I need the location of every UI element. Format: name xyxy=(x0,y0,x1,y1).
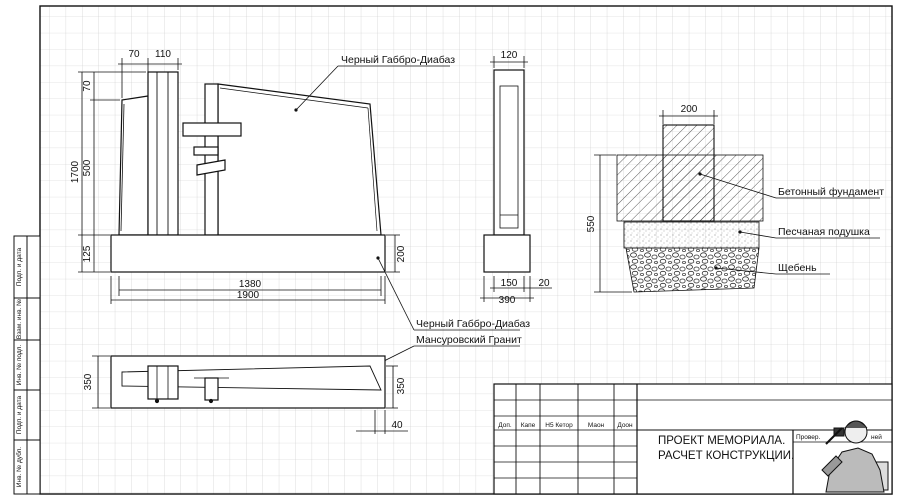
foundation-dimensions xyxy=(594,110,880,293)
dim-40: 40 xyxy=(391,420,403,431)
tb-col-1: Доп. xyxy=(498,422,512,429)
sidebar-label-1: Подп. и дата xyxy=(16,247,23,286)
plan-dimensions xyxy=(92,355,408,434)
dim-1700: 1700 xyxy=(70,160,81,183)
dim-110-top: 110 xyxy=(155,49,171,60)
label-gravel: Щебень xyxy=(778,262,817,274)
sidebar-label-5: Инв. № дубл. xyxy=(15,447,23,487)
tb-prover: Провер. xyxy=(796,434,821,441)
left-sidebar xyxy=(13,235,41,495)
leader-dot-2 xyxy=(376,256,380,260)
label-mansurovsky: Мансуровский Гранит xyxy=(416,334,522,346)
dim-70-top: 70 xyxy=(128,49,140,60)
dim-390: 390 xyxy=(499,295,516,306)
title-line-2: РАСЧЕТ КОНСТРУКЦИИ. xyxy=(658,450,794,462)
foundation-dot-1 xyxy=(698,172,702,176)
tb-col-4: Маон xyxy=(588,422,605,429)
stonecarver-illustration xyxy=(821,420,889,493)
foundation-dot-3 xyxy=(714,266,718,270)
sidebar-label-2: Взам. инв. № xyxy=(16,299,23,339)
front-dimensions xyxy=(78,58,400,304)
side-dimensions xyxy=(480,56,552,302)
title-line-1: ПРОЕКТ МЕМОРИАЛА. xyxy=(658,435,785,447)
sidebar-label-3: Инв. № подл. xyxy=(16,345,23,386)
dim-350-right: 350 xyxy=(396,377,407,394)
dim-20: 20 xyxy=(538,278,550,289)
title-block xyxy=(493,383,893,495)
front-view xyxy=(110,71,386,273)
foundation-section xyxy=(616,124,764,293)
dim-150: 150 xyxy=(501,278,518,289)
dim-1900: 1900 xyxy=(237,290,260,301)
dim-550: 550 xyxy=(586,215,597,232)
dim-500: 500 xyxy=(82,159,93,176)
front-leaders xyxy=(295,65,520,365)
foundation-dot-2 xyxy=(738,230,742,234)
dim-120: 120 xyxy=(501,50,518,61)
dim-200-base: 200 xyxy=(396,245,407,262)
label-sand: Песчаная подушка xyxy=(778,226,870,238)
label-concrete: Бетонный фундамент xyxy=(778,186,884,198)
dim-1380: 1380 xyxy=(239,279,262,290)
label-gabbro-bottom: Черный Габбро-Диабаз xyxy=(416,318,530,330)
tb-right-label: ней xyxy=(871,433,882,441)
side-view xyxy=(483,69,531,273)
tb-col-2: Капе xyxy=(521,422,536,429)
leader-dot-1 xyxy=(294,108,298,112)
dim-350-left: 350 xyxy=(83,373,94,390)
tb-col-5: Доон xyxy=(617,422,633,429)
sidebar-label-4: Подп. и дата xyxy=(16,395,23,434)
dim-70-vertical: 70 xyxy=(82,80,93,92)
dim-200-foundation: 200 xyxy=(681,104,698,115)
plan-view xyxy=(110,355,386,409)
tb-col-3: Н5 Кетор xyxy=(545,422,573,429)
dim-125: 125 xyxy=(82,245,93,262)
label-gabbro-top: Черный Габбро-Диабаз xyxy=(341,54,455,66)
